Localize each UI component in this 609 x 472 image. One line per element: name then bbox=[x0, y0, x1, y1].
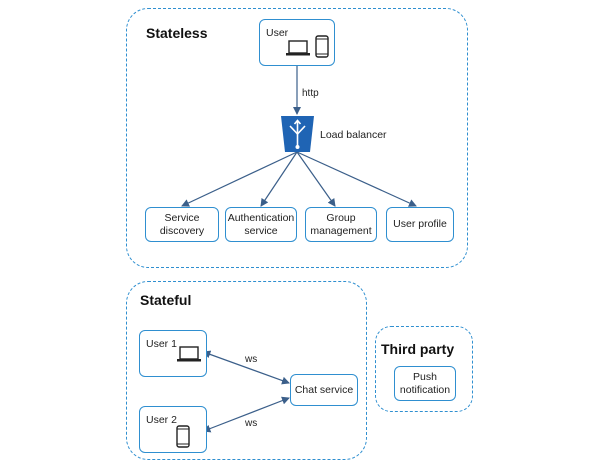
user2-node: User 2 bbox=[139, 406, 207, 453]
edge-lb-authentication bbox=[260, 151, 298, 207]
edge-label-ws-1: ws bbox=[245, 354, 258, 365]
service-discovery-node: Service discovery bbox=[145, 207, 219, 242]
edge-user1-chat bbox=[202, 350, 290, 385]
smartphone-icon bbox=[315, 35, 329, 58]
group-management-node: Group management bbox=[305, 207, 377, 242]
edge-lb-group-management bbox=[296, 151, 336, 207]
stateful-title: Stateful bbox=[140, 292, 192, 308]
user1-node: User 1 bbox=[139, 330, 207, 377]
laptop-icon bbox=[286, 40, 310, 56]
user-node: User bbox=[259, 19, 335, 66]
user-node-label: User bbox=[266, 27, 289, 39]
user2-node-label: User 2 bbox=[146, 414, 177, 426]
third-party-title: Third party bbox=[381, 341, 455, 357]
load-balancer-icon bbox=[281, 116, 314, 152]
edge-lb-user-profile bbox=[296, 151, 417, 207]
user-profile-node: User profile bbox=[386, 207, 454, 242]
authentication-service-node: Authentication service bbox=[225, 207, 297, 242]
laptop-icon bbox=[177, 346, 201, 362]
user1-node-label: User 1 bbox=[146, 338, 177, 350]
edge-user2-chat bbox=[202, 396, 290, 433]
stateful-region bbox=[126, 281, 367, 460]
smartphone-icon bbox=[176, 425, 190, 448]
chat-service-node: Chat service bbox=[290, 374, 358, 406]
third-party-region bbox=[375, 326, 473, 412]
push-notification-node: Push notification bbox=[394, 366, 456, 401]
edge-lb-service-discovery bbox=[181, 151, 298, 207]
load-balancer-label: Load balancer bbox=[320, 129, 387, 141]
edge-label-ws-2: ws bbox=[245, 418, 258, 429]
stateless-region bbox=[126, 8, 468, 268]
stateless-title: Stateless bbox=[146, 25, 208, 41]
edge-label-http: http bbox=[302, 88, 319, 99]
